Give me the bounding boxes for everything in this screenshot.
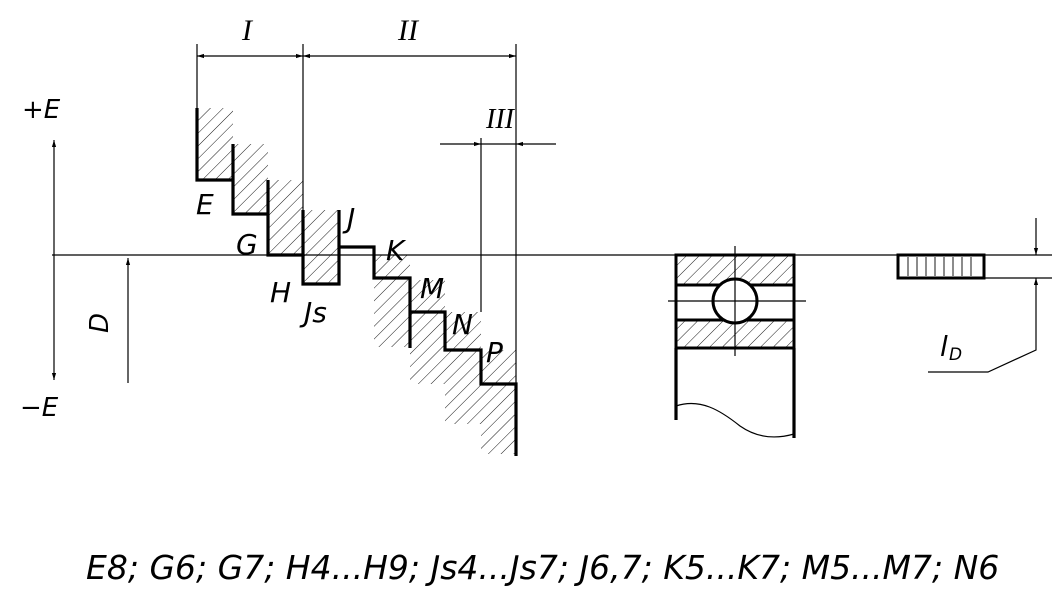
field-m-label: M <box>420 272 444 305</box>
zone3-label: III <box>485 104 516 135</box>
ring-width-subscript: D <box>949 345 962 365</box>
plus-e-label: +E <box>22 95 61 125</box>
hatched-fields <box>197 108 516 454</box>
ring-width-label: l <box>940 330 948 363</box>
field-h-hatch <box>268 180 303 255</box>
zone1-label: I <box>241 14 254 47</box>
field-e-label: E <box>196 188 214 221</box>
field-g-label: G <box>236 228 258 261</box>
field-g-hatch <box>233 144 268 214</box>
shaft-break-line <box>675 402 795 438</box>
ring-strip-frame <box>896 253 986 280</box>
field-m-hatch <box>410 280 445 384</box>
diameter-label: D <box>85 313 115 333</box>
field-k-hatch <box>374 255 410 347</box>
bearing-section <box>668 246 806 438</box>
field-p-label: P <box>486 336 503 369</box>
staircase-boundary <box>195 108 518 456</box>
ring-tolerance-strip: l D <box>896 218 1052 373</box>
field-js-hatch <box>303 210 339 284</box>
fits-list: E8; G6; G7; H4...H9; Js4...Js7; J6,7; K5… <box>86 548 1000 587</box>
field-p-hatch <box>481 350 516 454</box>
minus-e-label: −E <box>20 393 59 423</box>
ring-leader-line <box>928 318 1037 373</box>
field-k-label: K <box>386 234 407 267</box>
zone2-label: II <box>397 14 420 47</box>
field-n-hatch <box>445 312 481 424</box>
field-e-hatch <box>197 108 233 180</box>
field-h-label: H <box>270 276 291 309</box>
field-j-label: J <box>342 202 355 235</box>
field-n-label: N <box>452 308 473 341</box>
field-js-label: Js <box>299 296 327 329</box>
